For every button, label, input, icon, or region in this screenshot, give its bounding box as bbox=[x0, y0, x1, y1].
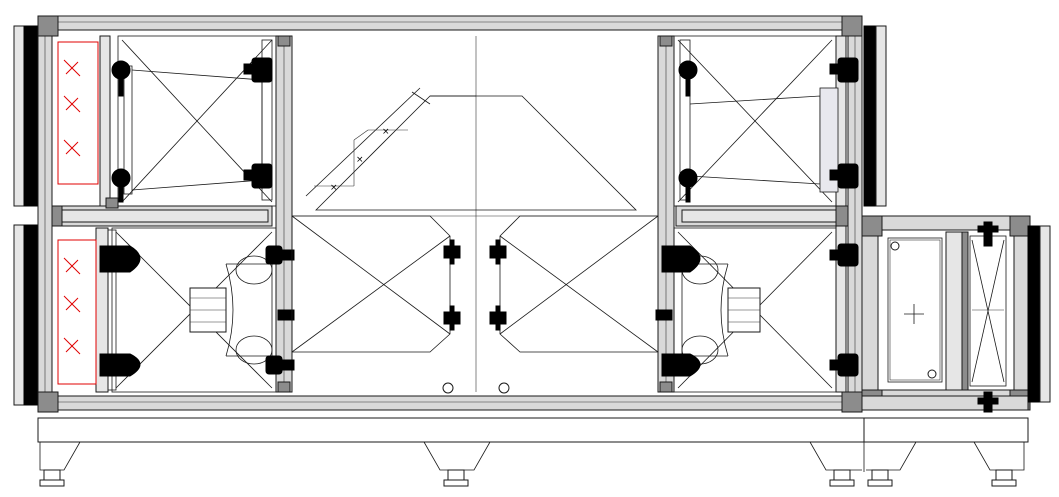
extract-fan bbox=[99, 227, 295, 393]
hinge-icon bbox=[837, 163, 859, 189]
svg-text:×: × bbox=[356, 155, 364, 165]
drain-icon bbox=[442, 382, 454, 394]
hinge-icon bbox=[837, 353, 859, 377]
outdoor-air-damper bbox=[111, 35, 277, 207]
svg-text:×: × bbox=[382, 127, 390, 137]
latch-icon bbox=[265, 245, 283, 265]
supply-filter bbox=[57, 41, 99, 185]
exhaust-air-damper bbox=[673, 35, 859, 207]
plate-heat-exchanger: × × × bbox=[291, 36, 659, 394]
drain-icon bbox=[498, 382, 510, 394]
hinge-icon bbox=[251, 163, 273, 189]
extract-filter bbox=[57, 239, 97, 385]
hinge-icon bbox=[251, 57, 273, 83]
heating-coil bbox=[887, 237, 943, 383]
right-main-flanges bbox=[863, 25, 887, 207]
add-on-module bbox=[861, 215, 1051, 413]
svg-text:×: × bbox=[330, 183, 338, 193]
latch-icon bbox=[265, 355, 283, 375]
supply-fan bbox=[655, 227, 859, 393]
hinge-icon bbox=[837, 243, 859, 267]
support-feet bbox=[39, 441, 1025, 487]
silencer bbox=[945, 221, 1007, 413]
hinge-icon bbox=[837, 57, 859, 83]
mid-rails bbox=[51, 197, 849, 227]
left-flanges bbox=[13, 25, 39, 406]
base-frame bbox=[37, 417, 1029, 472]
